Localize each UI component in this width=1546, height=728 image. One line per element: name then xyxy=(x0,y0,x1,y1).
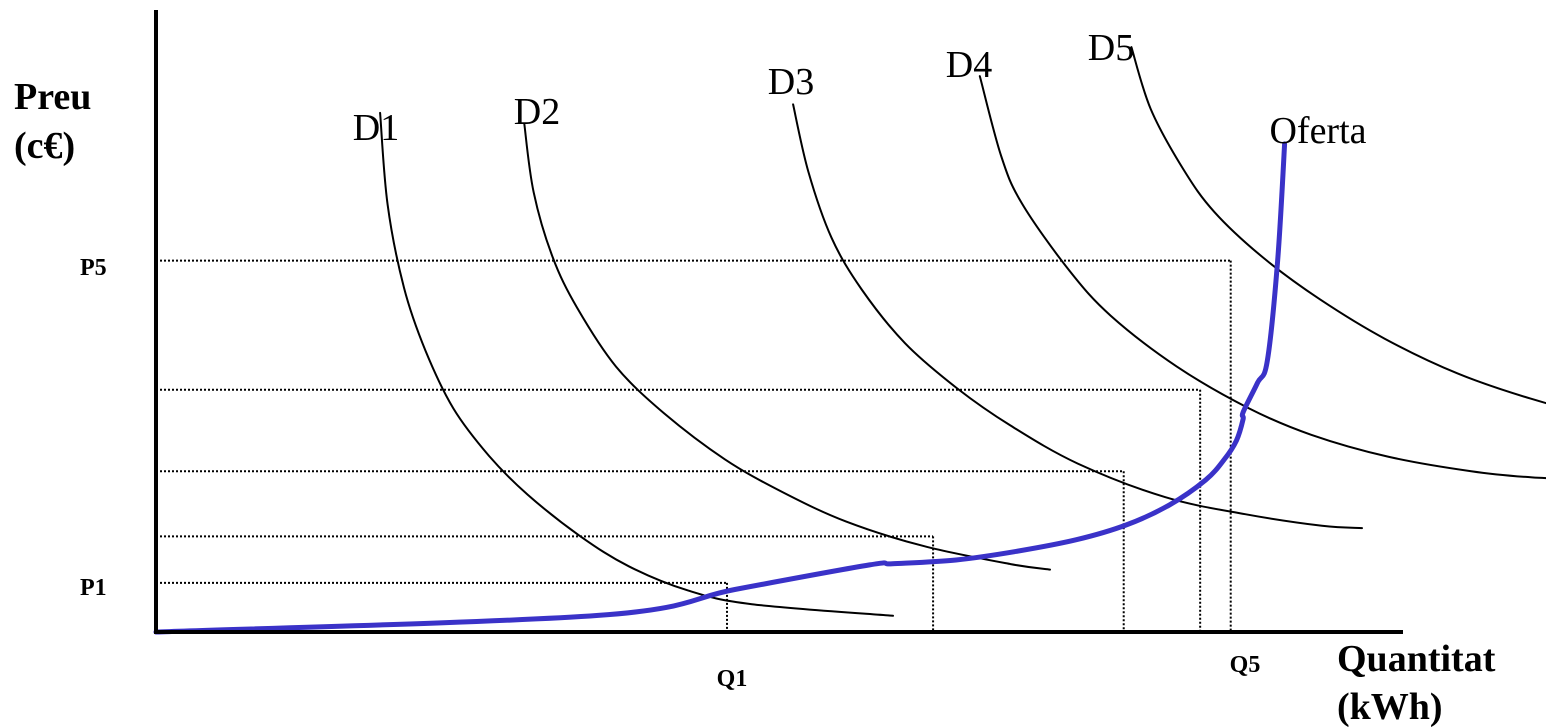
demand-curve-d2 xyxy=(523,122,1051,571)
y-axis-label-line2: (c€) xyxy=(14,125,75,167)
supply-curve xyxy=(153,141,1288,635)
series-label-d2: D2 xyxy=(514,91,560,133)
series-labels: D1 D2 D3 D4 D5 Oferta xyxy=(353,27,1367,152)
x-axis-label-line1: Quantitat xyxy=(1337,638,1496,680)
demand-curve-d3 xyxy=(792,103,1363,530)
demand-curve-d4 xyxy=(978,75,1546,480)
y-tick-label-p1: P1 xyxy=(80,575,107,601)
y-axis-label-line1: Preu xyxy=(14,76,91,118)
y-tick-label-p5: P5 xyxy=(80,255,107,281)
demand-curve-d1 xyxy=(379,111,894,617)
demand-curve-d5 xyxy=(1130,46,1546,405)
x-tick-label-q5: Q5 xyxy=(1230,652,1261,678)
series-label-oferta: Oferta xyxy=(1269,110,1366,152)
curves-layer xyxy=(153,46,1546,635)
x-tick-label-q1: Q1 xyxy=(717,666,748,692)
series-label-d3: D3 xyxy=(768,61,814,103)
x-axis-label-line2: (kWh) xyxy=(1337,686,1443,728)
axes-layer xyxy=(154,10,1403,634)
series-label-d1: D1 xyxy=(353,107,399,149)
series-label-d4: D4 xyxy=(946,44,992,86)
series-label-d5: D5 xyxy=(1088,27,1134,69)
equilibrium-guide-lines xyxy=(156,259,1232,632)
